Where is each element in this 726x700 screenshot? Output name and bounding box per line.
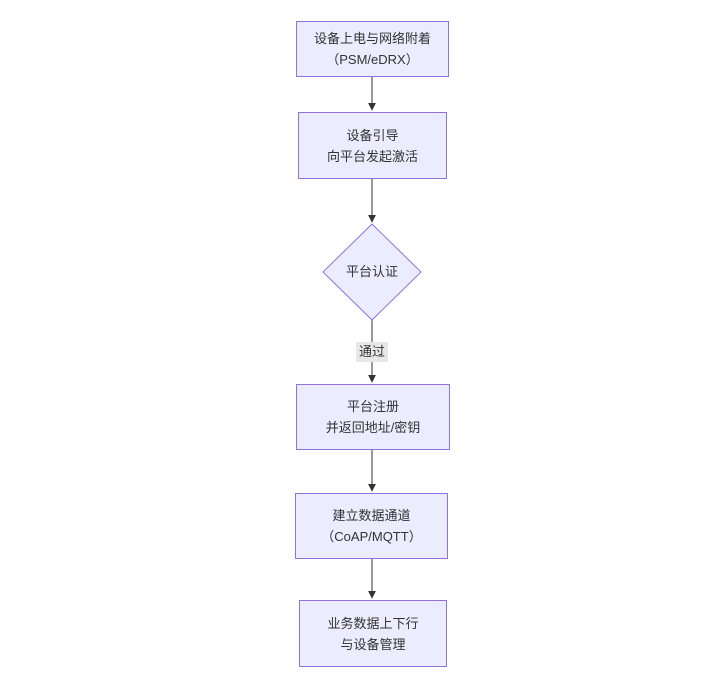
- node-bootstrap: 设备引导 向平台发起激活: [298, 112, 447, 179]
- node-label-line: 设备上电与网络附着: [313, 31, 431, 46]
- node-label-line: 向平台发起激活: [326, 148, 418, 164]
- edge-label-pass: 通过: [356, 342, 389, 362]
- node-label-line: 设备引导: [346, 127, 399, 143]
- node-business-data: 业务数据上下行 与设备管理: [299, 600, 447, 667]
- node-label-line: 业务数据上下行: [327, 615, 419, 631]
- node-label-line: 与设备管理: [340, 636, 406, 652]
- node-auth-decision-label: 平台认证: [345, 264, 398, 279]
- node-power-attach: 设备上电与网络附着 （PSM/eDRX）: [296, 21, 449, 77]
- node-label-line: （CoAP/MQTT）: [321, 529, 422, 544]
- node-register: 平台注册 并返回地址/密钥: [296, 384, 450, 450]
- node-label-line: 并返回地址/密钥: [325, 420, 421, 435]
- node-label-line: 平台注册: [346, 399, 399, 414]
- decision-diamond-shape: [322, 223, 422, 321]
- node-data-channel: 建立数据通道 （CoAP/MQTT）: [295, 493, 448, 559]
- node-label-line: （PSM/eDRX）: [326, 52, 419, 67]
- node-label-line: 建立数据通道: [332, 508, 411, 523]
